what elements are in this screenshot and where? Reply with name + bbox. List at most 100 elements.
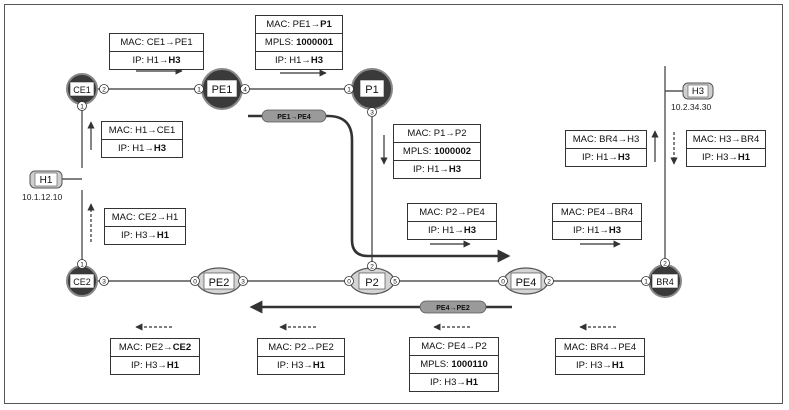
host-h1[interactable]: H1 xyxy=(29,170,63,189)
mac-row: MAC: P1→P2 xyxy=(407,128,467,139)
port-pe2-right: 3 xyxy=(238,276,248,286)
mpls-row: MPLS: 1000001 xyxy=(256,33,342,51)
header-pe1-p1: MAC: PE1→P1 MPLS: 1000001 IP: H1→H3 xyxy=(255,15,343,70)
h1-label: H1 xyxy=(40,175,53,186)
port-br4-left: 1 xyxy=(641,276,651,286)
svg-text:1: 1 xyxy=(347,87,351,94)
mac-row: MAC: PE2→CE2 xyxy=(118,342,192,353)
diagram-frame xyxy=(4,4,783,404)
router-pe1[interactable]: PE1 xyxy=(201,68,243,110)
pe4-label: PE4 xyxy=(516,277,537,289)
tunnel-bottom-label: PE4→PE2 xyxy=(436,305,470,312)
svg-text:3: 3 xyxy=(102,279,106,286)
header-pe4-p2: MAC: PE4→P2 MPLS: 1000110 IP: H3→H1 xyxy=(409,337,499,392)
svg-text:5: 5 xyxy=(393,279,397,286)
ce1-label: CE1 xyxy=(73,85,91,95)
port-pe4-left: 0 xyxy=(498,276,508,286)
header-br4-pe4: MAC: BR4→PE4 IP: H3→H1 xyxy=(555,338,645,375)
ip-row: IP: H1→H3 xyxy=(394,160,480,178)
mac-row: MAC: H1→CE1 xyxy=(108,125,176,136)
ip-row: IP: H3→H1 xyxy=(258,356,344,374)
ip-row: IP: H1→H3 xyxy=(408,221,496,239)
svg-text:2: 2 xyxy=(102,87,106,94)
p2-label: P2 xyxy=(365,277,378,289)
svg-text:2: 2 xyxy=(370,264,374,271)
br4-label: BR4 xyxy=(656,277,674,287)
h1-address: 10.1.12.10 xyxy=(22,192,63,202)
ip-row: IP: H1→H3 xyxy=(566,148,646,166)
mac-row: MAC: H3→BR4 xyxy=(692,134,760,145)
ip-row: IP: H3→H1 xyxy=(687,148,765,166)
header-h3-br4: MAC: H3→BR4 IP: H3→H1 xyxy=(686,130,766,167)
mac-row: MAC: BR4→PE4 xyxy=(563,342,637,353)
header-h1-ce1: MAC: H1→CE1 IP: H1→H3 xyxy=(101,121,183,158)
port-pe4-right: 2 xyxy=(544,276,554,286)
router-p1[interactable]: P1 xyxy=(351,68,393,110)
tunnel-top: PE1→PE4 xyxy=(261,109,327,123)
port-p2-right: 5 xyxy=(390,276,400,286)
ip-row: IP: H3→H1 xyxy=(111,356,199,374)
ip-row: IP: H1→H3 xyxy=(256,51,342,69)
ip-row: IP: H3→H1 xyxy=(105,226,185,244)
port-ce2-right: 3 xyxy=(99,276,109,286)
port-ce1-bottom: 1 xyxy=(77,101,87,111)
svg-text:0: 0 xyxy=(347,279,351,286)
mac-row: MAC: PE4→BR4 xyxy=(560,207,634,218)
ip-row: IP: H1→H3 xyxy=(102,139,182,157)
mac-row: MAC: CE1→PE1 xyxy=(120,37,193,48)
switch-pe4[interactable]: PE4 xyxy=(503,267,549,295)
svg-text:1: 1 xyxy=(80,262,84,269)
port-pe1-right: 4 xyxy=(240,84,250,94)
ip-row: IP: H1→H3 xyxy=(553,221,641,239)
port-p1-bottom: 3 xyxy=(367,107,377,117)
router-br4[interactable]: BR4 xyxy=(648,264,682,298)
port-pe2-left: 0 xyxy=(190,276,200,286)
svg-text:1: 1 xyxy=(197,87,201,94)
header-p2-pe4: MAC: P2→PE4 IP: H1→H3 xyxy=(407,203,497,240)
header-ce2-h1: MAC: CE2→H1 IP: H3→H1 xyxy=(104,208,186,245)
svg-text:0: 0 xyxy=(193,279,197,286)
header-pe2-ce2: MAC: PE2→CE2 IP: H3→H1 xyxy=(110,338,200,375)
header-p2-pe2: MAC: P2→PE2 IP: H3→H1 xyxy=(257,338,345,375)
mpls-row: MPLS: 1000110 xyxy=(410,355,498,373)
links xyxy=(62,66,666,282)
direction-arrows xyxy=(87,67,678,331)
h3-label: H3 xyxy=(692,86,704,97)
header-p1-p2: MAC: P1→P2 MPLS: 1000002 IP: H1→H3 xyxy=(393,124,481,179)
mac-row: MAC: P2→PE4 xyxy=(419,207,485,218)
ce2-label: CE2 xyxy=(73,277,91,287)
mac-row: MAC: CE2→H1 xyxy=(111,212,179,223)
header-ce1-pe1: MAC: CE1→PE1 IP: H1→H3 xyxy=(109,33,204,70)
svg-text:1: 1 xyxy=(80,104,84,111)
svg-text:2: 2 xyxy=(547,279,551,286)
p1-label: P1 xyxy=(365,84,378,96)
ip-row: IP: H3→H1 xyxy=(410,373,498,391)
mac-row: MAC: PE4→P2 xyxy=(421,341,487,352)
port-pe1-left: 1 xyxy=(194,84,204,94)
port-br4-top: 2 xyxy=(660,258,670,268)
header-br4-h3: MAC: BR4→H3 IP: H1→H3 xyxy=(565,130,647,167)
ip-row: IP: H3→H1 xyxy=(556,356,644,374)
mac-row: MAC: PE1→P1 xyxy=(266,19,332,30)
h3-address: 10.2.34.30 xyxy=(671,102,712,112)
switch-p2[interactable]: P2 xyxy=(349,267,395,295)
svg-text:4: 4 xyxy=(243,87,247,94)
switch-pe2[interactable]: PE2 xyxy=(196,267,242,295)
port-p1-left: 1 xyxy=(344,84,354,94)
router-ce1[interactable]: CE1 xyxy=(66,73,98,105)
svg-text:2: 2 xyxy=(663,261,667,268)
tunnel-bottom: PE4→PE2 xyxy=(419,300,487,314)
port-ce1-right: 2 xyxy=(99,84,109,94)
svg-text:1: 1 xyxy=(644,279,648,286)
host-h3[interactable]: H3 xyxy=(682,82,714,100)
port-p2-top: 2 xyxy=(367,261,377,271)
svg-text:0: 0 xyxy=(501,279,505,286)
port-badges: 2 1 1 4 1 3 1 3 0 3 2 0 5 0 2 2 1 xyxy=(77,84,670,286)
header-pe4-br4: MAC: PE4→BR4 IP: H1→H3 xyxy=(552,203,642,240)
tunnel-top-label: PE1→PE4 xyxy=(277,114,311,121)
port-ce2-top: 1 xyxy=(77,259,87,269)
mac-row: MAC: P2→PE2 xyxy=(268,342,334,353)
router-ce2[interactable]: CE2 xyxy=(66,265,98,297)
pe1-label: PE1 xyxy=(212,84,233,96)
